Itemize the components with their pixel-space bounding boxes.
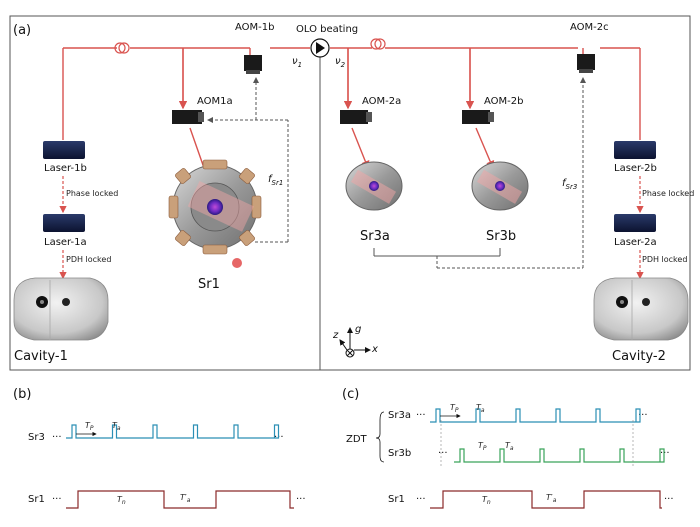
panel-b-label: (b) xyxy=(13,387,31,402)
sr3b-chamber xyxy=(471,127,529,211)
aom-2b-label: AOM-2b xyxy=(484,96,523,107)
aom-2a xyxy=(340,110,372,124)
cavity-1-label: Cavity-1 xyxy=(14,349,68,364)
laser-1b-label: Laser-1b xyxy=(44,163,87,174)
timing-c-sr3a-trace xyxy=(430,408,641,423)
pdh-locked-right-label: PDH locked xyxy=(642,255,687,264)
laser-1a xyxy=(43,214,85,232)
timing-c-zdt-label: ZDT xyxy=(346,434,368,445)
aom-1b xyxy=(244,55,262,74)
timing-b-sr3-label: Sr3 xyxy=(28,432,45,443)
aom-1a-label: AOM1a xyxy=(197,96,233,107)
fiber-coil-left xyxy=(114,42,130,54)
timing-b-sr3-trace xyxy=(66,424,280,439)
pdh-locked-left-label: PDH locked xyxy=(66,255,111,264)
laser-2a-label: Laser-2a xyxy=(614,237,657,248)
timing-c-sr3a-dots-left: ··· xyxy=(416,410,426,421)
sr3-bracket xyxy=(373,248,501,257)
timing-b-sr3-dots-left: ··· xyxy=(52,432,62,443)
timing-b-tp-label: TP xyxy=(85,421,94,432)
timing-c-sr3a-label: Sr3a xyxy=(388,410,411,421)
cavity-2 xyxy=(593,277,689,341)
panel-a-frame xyxy=(9,15,691,371)
aom-2a-label: AOM-2a xyxy=(362,96,401,107)
timing-b-sr1-dots-right: ··· xyxy=(296,494,306,505)
axis-g-label: g xyxy=(355,324,361,335)
panel-c-label: (c) xyxy=(342,387,359,402)
olo-photodiode xyxy=(310,38,330,58)
aom-2c xyxy=(577,54,595,73)
cavity-1 xyxy=(13,277,109,341)
timing-b-ta-prime-label: T′a xyxy=(180,493,191,504)
timing-c-sr1-dots-right: ··· xyxy=(664,494,674,505)
laser-1b xyxy=(43,141,85,159)
timing-c-tp2-label: TP xyxy=(478,441,487,452)
phase-locked-right-label: Phase locked xyxy=(642,189,694,198)
timing-c-alignment-dashes xyxy=(440,420,634,466)
timing-b-sr1-dots-left: ··· xyxy=(52,494,62,505)
axis-x-label: x xyxy=(371,344,378,355)
panel-a-label: (a) xyxy=(13,23,31,38)
laser-2b xyxy=(614,141,656,159)
f-sr1-label: fSr1 xyxy=(268,174,283,187)
cavity-2-label: Cavity-2 xyxy=(612,349,666,364)
sr1-chamber xyxy=(168,127,262,268)
aom-1b-label: AOM-1b xyxy=(235,22,274,33)
nu2-label: ν2 xyxy=(335,56,346,69)
nu1-label: ν1 xyxy=(292,56,302,69)
fiber-coil-right xyxy=(370,38,386,50)
timing-c-sr3b-label: Sr3b xyxy=(388,448,411,459)
fiber-left xyxy=(62,47,310,140)
axis-z-label: z xyxy=(332,330,339,341)
aom-2c-label: AOM-2c xyxy=(570,22,609,33)
timing-c-ta-label: Ta xyxy=(476,403,485,414)
timing-c-sr3b-dots-right: ··· xyxy=(660,448,670,459)
aom-1a xyxy=(172,110,204,124)
timing-c-sr3b-dots-left: ··· xyxy=(438,448,448,459)
timing-c-sr3a-dots-right: ··· xyxy=(638,410,648,421)
timing-b-sr1-label: Sr1 xyxy=(28,494,45,505)
timing-c-sr1-label: Sr1 xyxy=(388,494,405,505)
timing-c-sr1-trace xyxy=(430,490,662,509)
timing-c-zdt-brace xyxy=(375,411,385,463)
sr3a-label: Sr3a xyxy=(360,229,390,244)
f-sr3-label: fSr3 xyxy=(562,178,577,191)
laser-2b-label: Laser-2b xyxy=(614,163,657,174)
timing-b-ta-label: Ta xyxy=(112,421,121,432)
timing-b-tn-label: Tn xyxy=(117,495,126,506)
sr3-feedback-dashed xyxy=(436,77,586,269)
laser-1a-label: Laser-1a xyxy=(44,237,87,248)
sr1-label: Sr1 xyxy=(198,277,220,292)
aom-2b xyxy=(462,110,494,124)
sr1-feedback-dashed xyxy=(207,77,289,243)
timing-c-sr3b-trace xyxy=(454,448,665,463)
timing-b-sr1-trace xyxy=(66,490,294,509)
sr3b-label: Sr3b xyxy=(486,229,516,244)
timing-c-tp-label: TP xyxy=(450,403,459,414)
timing-c-sr1-dots-left: ··· xyxy=(416,494,426,505)
phase-locked-left-label: Phase locked xyxy=(66,189,118,198)
laser-2a xyxy=(614,214,656,232)
timing-c-ta-prime-label: T′a xyxy=(546,493,557,504)
sr3a-chamber xyxy=(345,127,403,211)
timing-c-ta2-label: Ta xyxy=(505,441,514,452)
axes-glyph xyxy=(339,327,371,358)
timing-c-tn-label: Tn xyxy=(482,495,491,506)
olo-beating-label: OLO beating xyxy=(296,24,358,35)
